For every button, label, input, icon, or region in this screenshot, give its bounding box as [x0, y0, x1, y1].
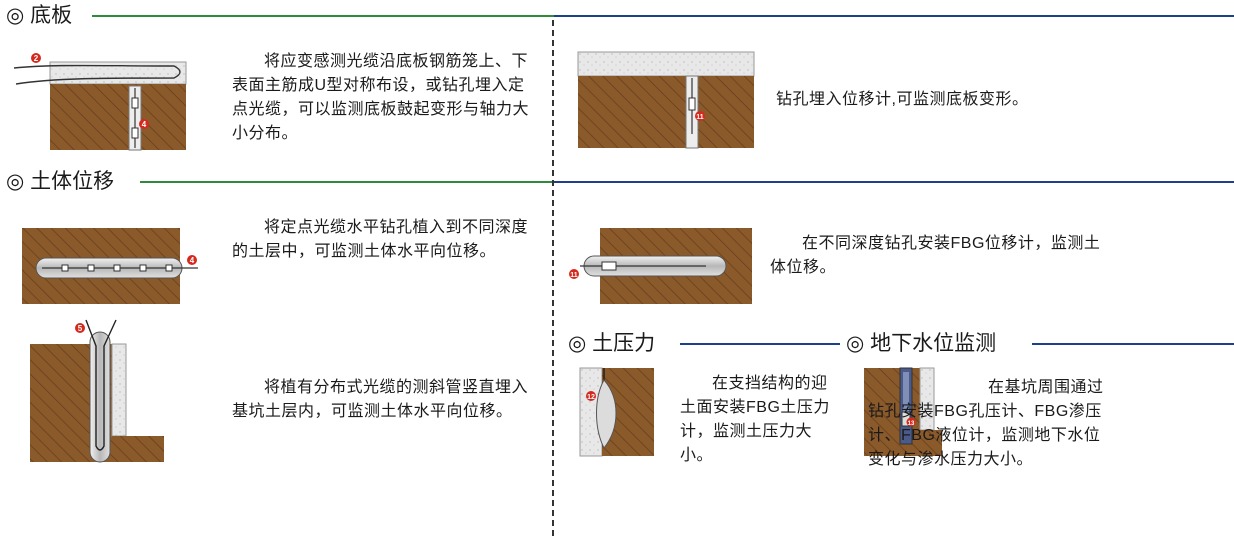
marker-label: 13 — [908, 421, 915, 427]
text-soil-fbg: 在不同深度钻孔安装FBG位移计，监测土体位移。 — [770, 235, 1101, 276]
marker-label: 11 — [570, 272, 578, 279]
text-earth-pressure: 在支挡结构的迎土面安装FBG土压力计，监测土压力大小。 — [680, 375, 830, 464]
marker-5 — [75, 323, 85, 333]
marker-2 — [31, 53, 41, 63]
marker-label: 4 — [190, 256, 195, 265]
text-floor-meter: 钻孔埋入位移计,可监测底板变形。 — [776, 91, 1029, 108]
section-rule-blue — [1032, 343, 1234, 345]
marker-label: 2 — [34, 54, 39, 63]
diagram-floor-u-cable: 2 4 — [13, 53, 187, 151]
text-soil-fixed-cable: 将定点光缆水平钻孔植入到不同深度的土层中，可监测土体水平向位移。 — [232, 219, 529, 260]
section-title-earth-pressure: ◎ 土压力 — [568, 332, 656, 355]
text-floor-cable: 将应变感测光缆沿底板钢筋笼上、下表面主筋成U型对称布设，或钻孔埋入定点光缆，可以… — [232, 53, 530, 142]
diagram-inclinometer-tube: 5 — [30, 319, 164, 463]
text-soil-inclinometer: 将植有分布式光缆的测斜管竖直埋入基坑土层内，可监测土体水平向位移。 — [232, 379, 529, 420]
column-divider — [552, 20, 554, 536]
section-title-groundwater: ◎ 地下水位监测 — [846, 332, 997, 355]
marker-4 — [139, 119, 149, 129]
section-rule-blue — [554, 181, 1234, 183]
marker-11 — [569, 269, 579, 279]
diagram-fbg-displacement-meter: 11 — [569, 228, 752, 304]
marker-4 — [187, 255, 197, 265]
diagram-horizontal-fixed-cable: 4 — [22, 228, 198, 304]
section-rule-blue — [554, 15, 1234, 17]
marker-12 — [586, 391, 596, 401]
section-rule-green — [92, 15, 554, 17]
diagram-groundwater-piezometer: 13 — [864, 367, 942, 456]
text-groundwater: 在基坑周围通过钻孔安装FBG孔压计、FBG渗压计、FBG液位计，监测地下水位变化… — [868, 379, 1104, 468]
marker-label: 5 — [78, 324, 83, 333]
marker-label: 4 — [142, 120, 147, 129]
diagram-floor-displacement-meter: 11 — [577, 51, 755, 149]
marker-label: 11 — [696, 114, 704, 121]
section-title-soil-displacement: ◎ 土体位移 — [6, 170, 115, 193]
marker-13 — [906, 417, 916, 427]
diagram-earth-pressure-cell: 12 — [579, 367, 654, 457]
marker-11 — [695, 111, 705, 121]
section-title-floor: ◎ 底板 — [6, 4, 73, 27]
section-rule-green — [140, 181, 554, 183]
marker-label: 12 — [587, 394, 595, 401]
section-rule-blue — [680, 343, 840, 345]
